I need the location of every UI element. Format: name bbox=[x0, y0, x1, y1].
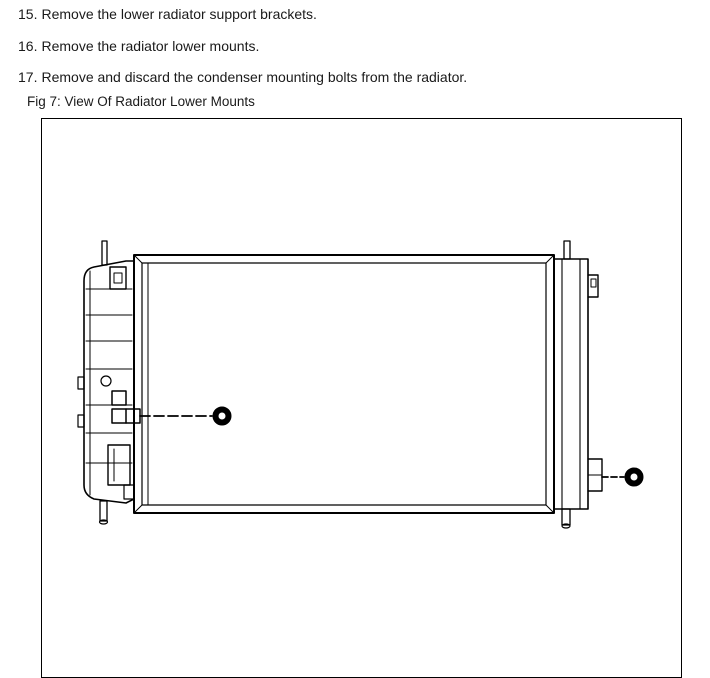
figure-caption: Fig 7: View Of Radiator Lower Mounts bbox=[27, 94, 255, 109]
radiator-core bbox=[133, 254, 555, 514]
step-number: 15. bbox=[18, 6, 38, 22]
step-text: Remove and discard the condenser mountin… bbox=[41, 69, 468, 85]
left-mount-bolt bbox=[139, 406, 232, 426]
step-text: Remove the radiator lower mounts. bbox=[41, 37, 260, 54]
step-16: 16.Remove the radiator lower mounts. bbox=[18, 36, 467, 56]
step-15: 15.Remove the lower radiator support bra… bbox=[18, 4, 467, 24]
step-number: 17. bbox=[18, 69, 38, 85]
left-end-tank bbox=[77, 240, 135, 525]
right-mount-bolt bbox=[601, 467, 644, 487]
step-text: Remove the lower radiator support bracke… bbox=[41, 6, 317, 22]
procedure-steps: 15.Remove the lower radiator support bra… bbox=[18, 4, 467, 99]
left-lower-mount bbox=[111, 390, 141, 424]
right-end-tank bbox=[553, 240, 603, 529]
figure-frame bbox=[41, 118, 682, 678]
step-17: 17.Remove and discard the condenser moun… bbox=[18, 67, 467, 87]
step-number: 16. bbox=[18, 37, 38, 54]
radiator-illustration bbox=[77, 240, 644, 529]
